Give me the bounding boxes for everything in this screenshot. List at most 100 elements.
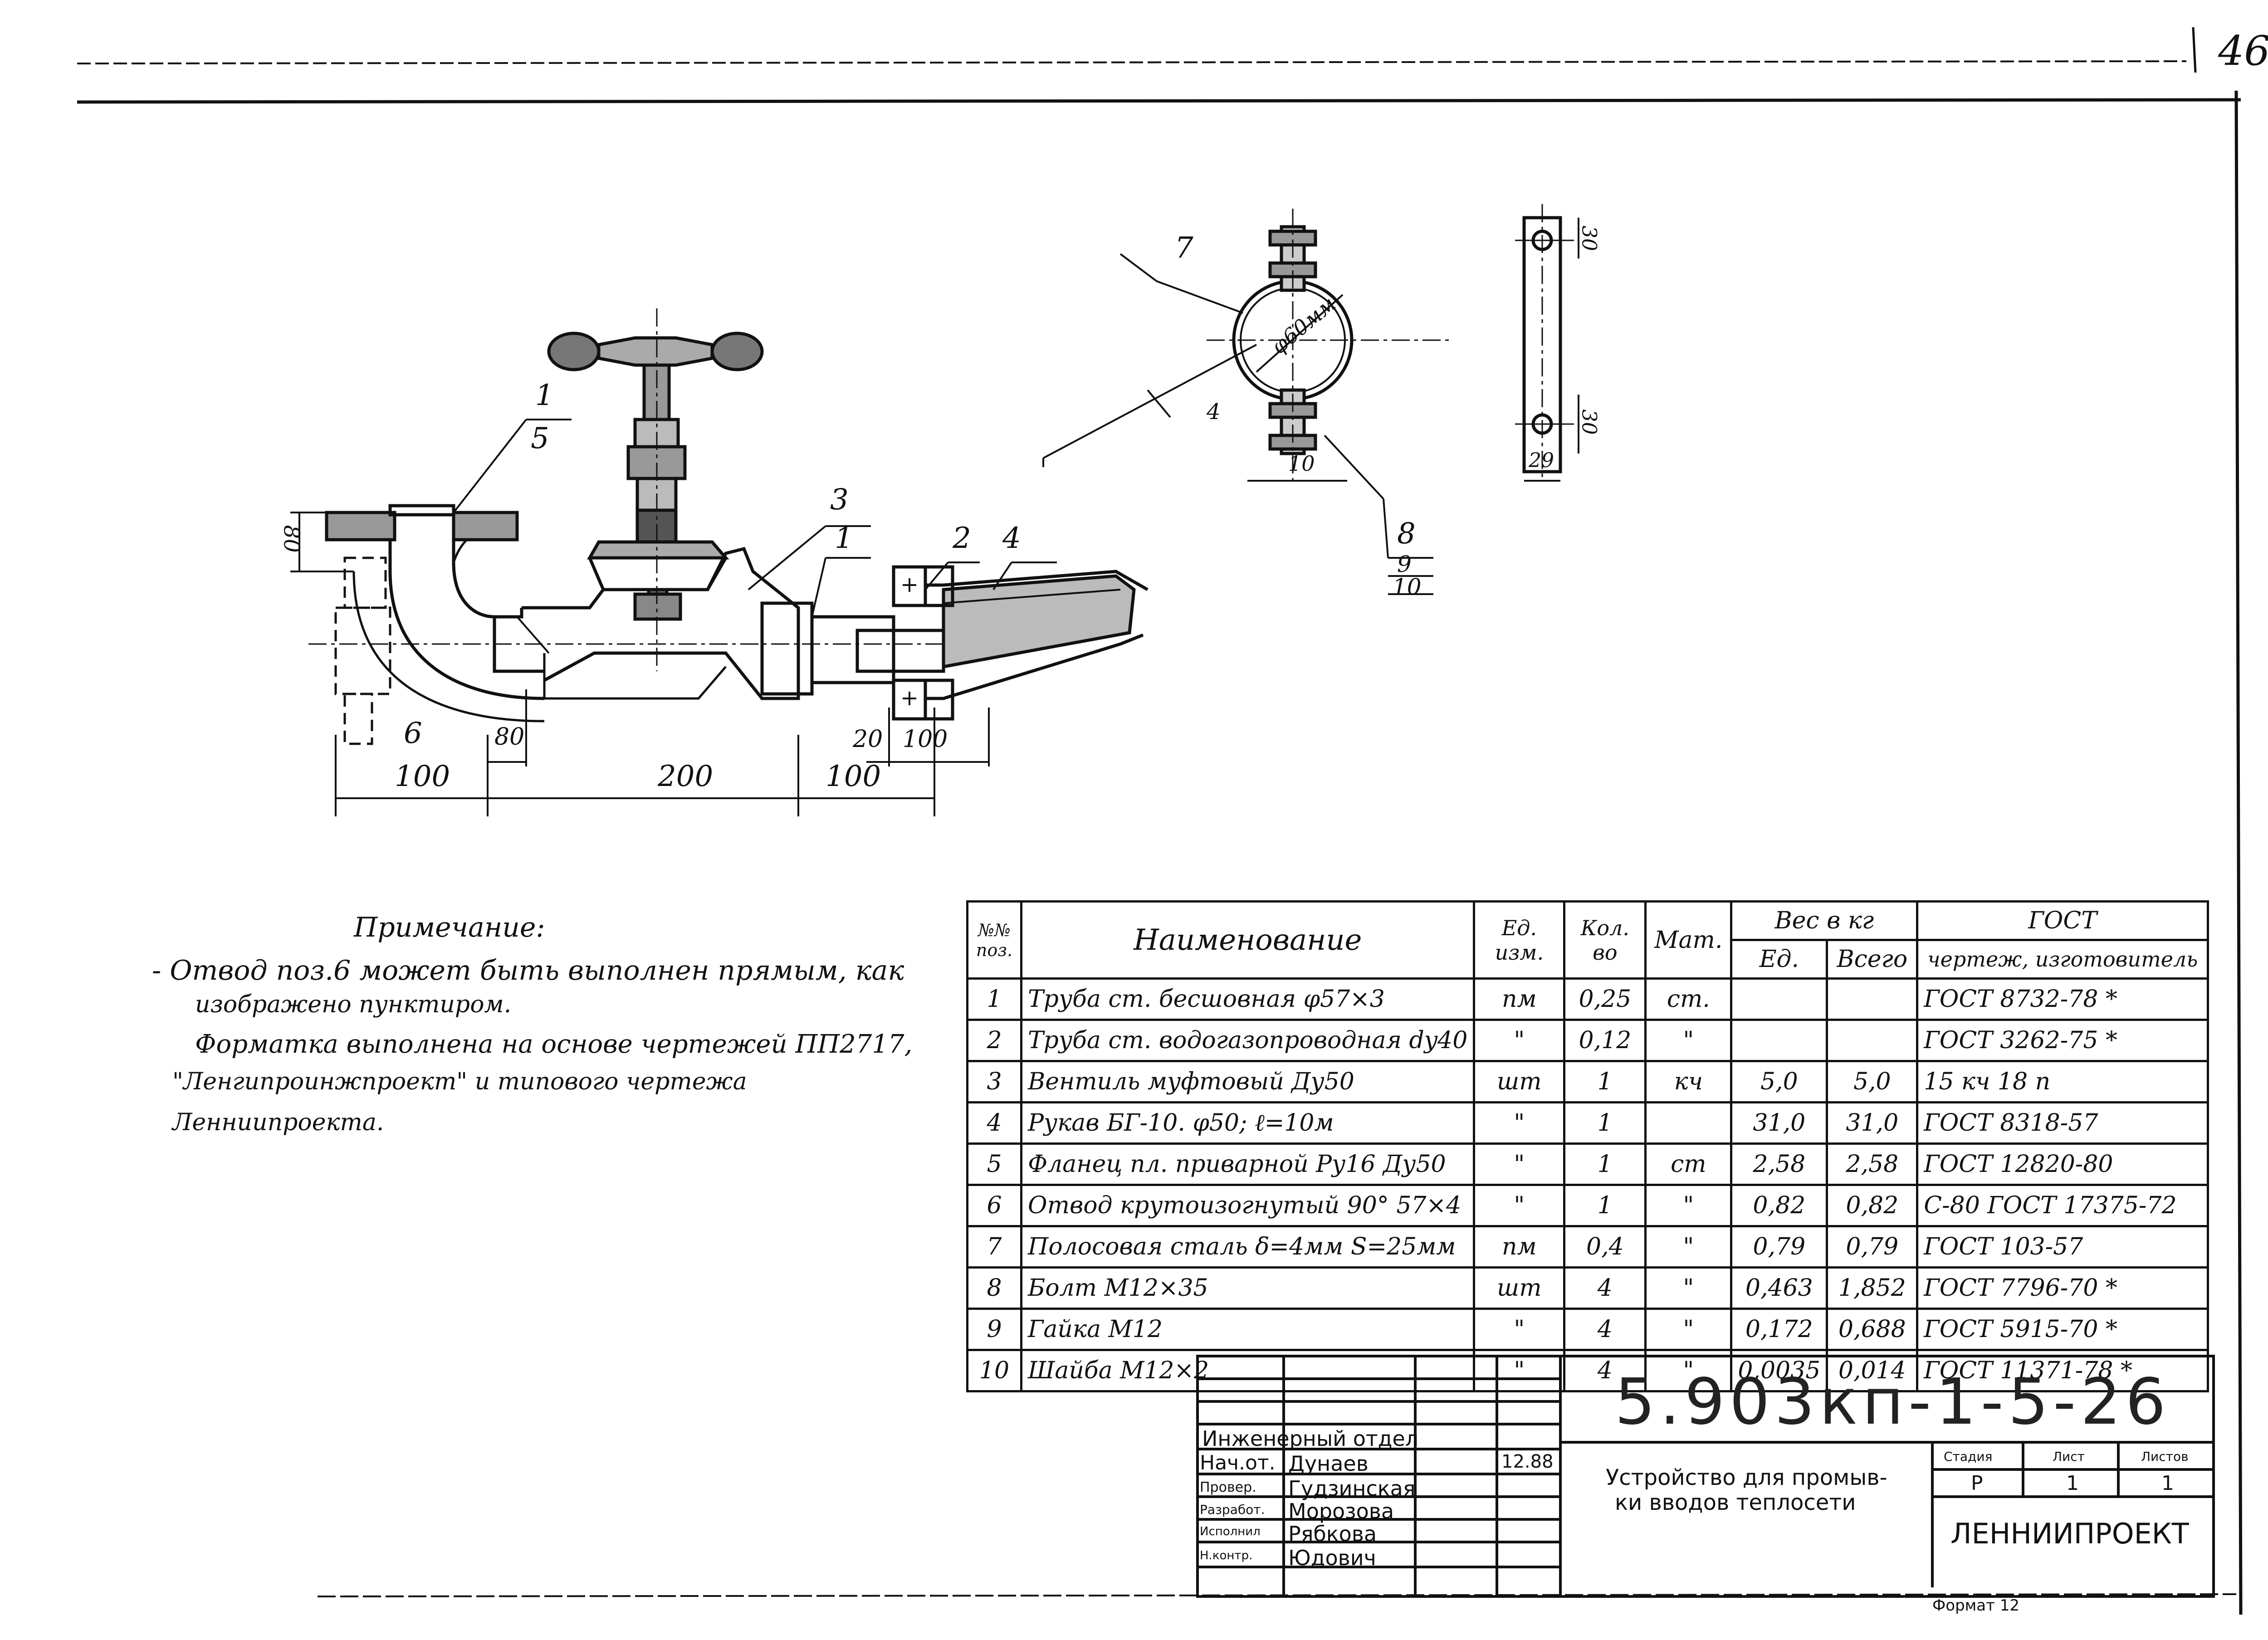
role-executed: Исполнил bbox=[1200, 1525, 1261, 1538]
cell-weight-unit bbox=[1730, 977, 1828, 1021]
table-row: 8 Болт М12×35 шт 4 " 0,463 1,852 ГОСТ 77… bbox=[966, 1266, 2209, 1310]
note-line: - Отвод поз.6 может быть выполнен прямым… bbox=[152, 955, 904, 986]
pos-label-5: 5 bbox=[531, 422, 549, 455]
cell-mat: " bbox=[1644, 1019, 1733, 1062]
cell-name: Вентиль муфтовый Ду50 bbox=[1020, 1060, 1476, 1103]
cell-qty: 1 bbox=[1563, 1184, 1647, 1227]
table-row: 1 Труба ст. бесшовная φ57×3 пм 0,25 ст. … bbox=[966, 977, 2209, 1021]
department-label: Инженерный отдел bbox=[1202, 1426, 1419, 1451]
document-code: 5.903кп-1-5-26 bbox=[1615, 1365, 2170, 1439]
table-row: 4 Рукав БГ-10. φ50; ℓ=10м " 1 31,0 31,0 … bbox=[966, 1101, 2209, 1145]
cell-qty: 1 bbox=[1563, 1060, 1647, 1103]
cell-pos: 5 bbox=[966, 1142, 1022, 1186]
header-qty: Кол. во bbox=[1563, 900, 1647, 980]
dim-flange-height: 80 bbox=[279, 525, 304, 553]
cell-mat: ст bbox=[1644, 1142, 1733, 1186]
header-gost: ГОСТ bbox=[1916, 900, 2209, 941]
cell-mat: " bbox=[1644, 1225, 1733, 1269]
header-mat: Мат. bbox=[1644, 900, 1733, 980]
cell-unit: шт bbox=[1473, 1266, 1566, 1310]
name-developed: Морозова bbox=[1288, 1499, 1394, 1523]
dim-left-span: 100 bbox=[395, 760, 450, 793]
header-weight-total: Всего bbox=[1826, 939, 1919, 980]
cell-weight-unit: 5,0 bbox=[1730, 1060, 1828, 1103]
cell-weight-unit: 2,58 bbox=[1730, 1142, 1828, 1186]
header-weight-unit: Ед. bbox=[1730, 939, 1828, 980]
cell-mat: кч bbox=[1644, 1060, 1733, 1103]
cell-name: Полосовая сталь δ=4мм S=25мм bbox=[1020, 1225, 1476, 1269]
cell-weight-total bbox=[1826, 977, 1919, 1021]
strip-detail bbox=[1515, 204, 1579, 482]
cell-pos: 1 bbox=[966, 977, 1022, 1021]
drawing-title-line1: Устройство для промыв- bbox=[1606, 1465, 1887, 1490]
cell-mat: " bbox=[1644, 1266, 1733, 1310]
cell-unit: " bbox=[1473, 1101, 1566, 1145]
table-row: 9 Гайка М12 " 4 " 0,172 0,688 ГОСТ 5915-… bbox=[966, 1308, 2209, 1351]
cell-weight-total: 0,79 bbox=[1826, 1225, 1919, 1269]
note-line: Форматка выполнена на основе чертежей ПП… bbox=[195, 1030, 913, 1059]
cell-unit: пм bbox=[1473, 977, 1566, 1021]
cell-gost: С-80 ГОСТ 17375-72 bbox=[1916, 1184, 2209, 1227]
name-checked: Гудзинская bbox=[1288, 1476, 1416, 1501]
cell-mat: " bbox=[1644, 1308, 1733, 1351]
cell-pos: 7 bbox=[966, 1225, 1022, 1269]
cell-qty: 0,12 bbox=[1563, 1019, 1647, 1062]
cell-weight-unit: 0,82 bbox=[1730, 1184, 1828, 1227]
cell-name: Труба ст. водогазопроводная dy40 bbox=[1020, 1019, 1476, 1062]
cell-gost: ГОСТ 103-57 bbox=[1916, 1225, 2209, 1269]
cell-weight-total: 2,58 bbox=[1826, 1142, 1919, 1186]
dim-strip-top: 30 bbox=[1577, 225, 1601, 251]
cell-unit: " bbox=[1473, 1349, 1566, 1392]
role-checked: Провер. bbox=[1200, 1479, 1256, 1495]
dim-strip-bottom: 30 bbox=[1577, 409, 1601, 435]
cell-name: Болт М12×35 bbox=[1020, 1266, 1476, 1310]
cell-gost: ГОСТ 12820-80 bbox=[1916, 1142, 2209, 1186]
cell-mat: " bbox=[1644, 1349, 1733, 1392]
cell-name: Фланец пл. приварной Ру16 Ду50 bbox=[1020, 1142, 1476, 1186]
table-row: 7 Полосовая сталь δ=4мм S=25мм пм 0,4 " … bbox=[966, 1225, 2209, 1269]
cell-gost: ГОСТ 8732-78 * bbox=[1916, 977, 2209, 1021]
table-row: 10 Шайба М12×2 " 4 " 0,0035 0,014 ГОСТ 1… bbox=[966, 1349, 2209, 1392]
note-line: "Ленгипроинжпроект" и типового чертежа bbox=[172, 1068, 747, 1095]
cell-name: Отвод крутоизогнутый 90° 57×4 bbox=[1020, 1184, 1476, 1227]
cell-pos: 4 bbox=[966, 1101, 1022, 1145]
cell-unit: " bbox=[1473, 1019, 1566, 1062]
pos-label-3: 3 bbox=[830, 483, 849, 517]
cell-pos: 9 bbox=[966, 1308, 1022, 1351]
sheets-label: Листов bbox=[2141, 1449, 2189, 1464]
header-unit: Ед. изм. bbox=[1473, 900, 1566, 980]
cell-weight-unit: 31,0 bbox=[1730, 1101, 1828, 1145]
date: 12.88 bbox=[1501, 1451, 1554, 1472]
pos-label-2: 2 bbox=[953, 522, 971, 555]
header-pos: №№ поз. bbox=[966, 900, 1022, 980]
name-norm-control: Юдович bbox=[1288, 1546, 1376, 1570]
cell-name: Труба ст. бесшовная φ57×3 bbox=[1020, 977, 1476, 1021]
cell-qty: 4 bbox=[1563, 1266, 1647, 1310]
sheets-value: 1 bbox=[2161, 1472, 2174, 1495]
sheet-label: Лист bbox=[2053, 1449, 2085, 1464]
cell-weight-unit: 0,463 bbox=[1730, 1266, 1828, 1310]
cell-gost: ГОСТ 8318-57 bbox=[1916, 1101, 2209, 1145]
table-row: 6 Отвод крутоизогнутый 90° 57×4 " 1 " 0,… bbox=[966, 1184, 2209, 1227]
cell-pos: 10 bbox=[966, 1349, 1022, 1392]
cell-weight-total: 5,0 bbox=[1826, 1060, 1919, 1103]
header-weight: Вес в кг bbox=[1730, 900, 1919, 941]
cell-qty: 1 bbox=[1563, 1142, 1647, 1186]
cell-unit: " bbox=[1473, 1308, 1566, 1351]
pos-label-1-left: 1 bbox=[535, 379, 554, 412]
dim-offset-80: 80 bbox=[494, 723, 525, 751]
cell-mat: ст. bbox=[1644, 977, 1733, 1021]
cell-mat: " bbox=[1644, 1184, 1733, 1227]
cell-qty: 0,4 bbox=[1563, 1225, 1647, 1269]
cell-weight-total: 1,852 bbox=[1826, 1266, 1919, 1310]
pos-label-6: 6 bbox=[404, 717, 422, 750]
cell-name: Рукав БГ-10. φ50; ℓ=10м bbox=[1020, 1101, 1476, 1145]
stage-value: Р bbox=[1971, 1472, 1983, 1495]
valve-assembly bbox=[290, 308, 1149, 816]
sheet-value: 1 bbox=[2066, 1472, 2079, 1495]
cell-pos: 3 bbox=[966, 1060, 1022, 1103]
organization: ЛЕННИИПРОЕКТ bbox=[1950, 1517, 2189, 1550]
cell-weight-unit: 0,79 bbox=[1730, 1225, 1828, 1269]
dim-offset-100: 100 bbox=[903, 726, 948, 753]
specification-table: №№ поз. Наименование Ед. изм. Кол. во Ма… bbox=[966, 900, 2209, 1392]
